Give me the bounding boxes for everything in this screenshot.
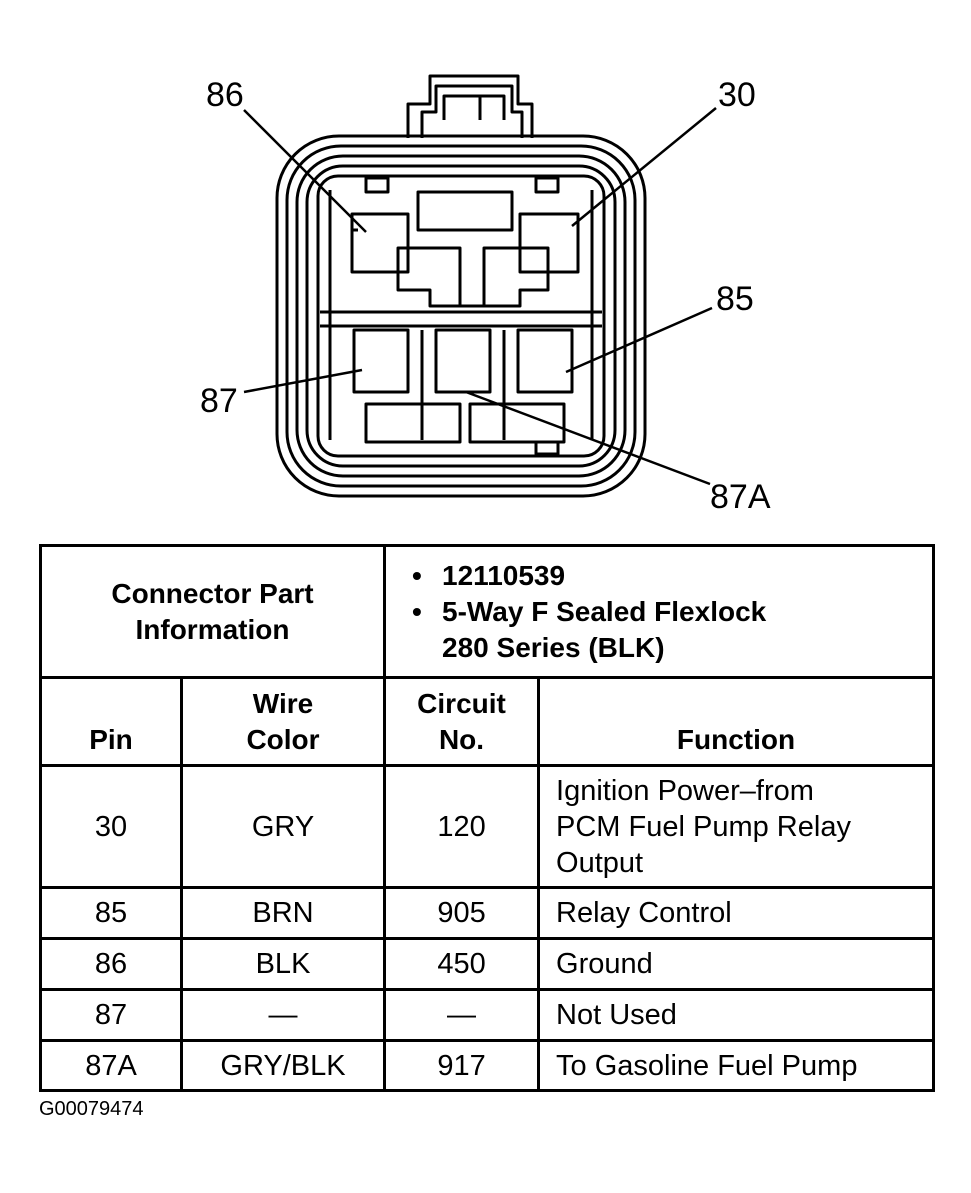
connector-info-row: Connector Part Information • 12110539 • … — [38, 544, 936, 679]
pin-cell: 87 — [39, 988, 183, 1042]
bullet: • — [412, 559, 422, 591]
connector-housing — [275, 134, 647, 498]
top-keyway — [416, 190, 514, 232]
leader-30 — [571, 107, 717, 227]
circuit-cell: 450 — [383, 937, 541, 991]
column-header-function: Function — [537, 676, 936, 767]
function-cell: To Gasoline Fuel Pump — [537, 1039, 936, 1092]
column-header-pin: Pin — [39, 676, 183, 767]
cavity-85 — [516, 328, 574, 394]
connector-pinout-table: Connector Part Information • 12110539 • … — [38, 544, 936, 1092]
part-number: 12110539 — [442, 559, 566, 591]
table-row: 87 — — Not Used — [39, 988, 936, 1042]
wire-color-cell: — — [179, 988, 387, 1042]
pin-label-86: 86 — [206, 76, 244, 114]
pin-cell: 30 — [39, 764, 183, 889]
connector-face-diagram: 86 30 85 87 87A — [200, 74, 771, 516]
pin-label-30: 30 — [718, 76, 756, 114]
wire-color-cell: BLK — [179, 937, 387, 991]
function-cell: Ground — [537, 937, 936, 991]
wire-color-cell: GRY — [179, 764, 387, 889]
description-line-1: 5-Way F Sealed Flexlock — [442, 595, 767, 627]
function-cell: Relay Control — [537, 886, 936, 940]
function-cell: Not Used — [537, 988, 936, 1042]
leader-87a — [465, 390, 711, 486]
cavity-87 — [352, 328, 410, 394]
locking-tab — [406, 74, 534, 138]
pin-cell: 87A — [39, 1039, 183, 1092]
circuit-cell: 917 — [383, 1039, 541, 1092]
wire-color-cell: GRY/BLK — [179, 1039, 387, 1092]
bottom-slot-left — [364, 402, 462, 444]
table-row: 85 BRN 905 Relay Control — [39, 886, 936, 940]
pin-cell: 85 — [39, 886, 183, 940]
pin-label-87a: 87A — [710, 478, 771, 516]
cavity-30 — [518, 212, 580, 274]
table-row: 86 BLK 450 Ground — [39, 937, 936, 991]
figure-id: G00079474 — [39, 1098, 144, 1120]
circuit-cell: 120 — [383, 764, 541, 889]
description-line: • 5-Way F Sealed Flexlock — [412, 594, 924, 630]
cavity-87a — [434, 328, 492, 394]
wire-color-cell: BRN — [179, 886, 387, 940]
pin-cell: 86 — [39, 937, 183, 991]
part-number-line: • 12110539 — [412, 558, 924, 594]
center-divider — [396, 246, 550, 308]
connector-part-details: • 12110539 • 5-Way F Sealed Flexlock 280… — [383, 544, 936, 679]
cavity-86 — [350, 212, 410, 274]
pin-label-85: 85 — [716, 280, 754, 318]
circuit-cell: — — [383, 988, 541, 1042]
table-row: 87A GRY/BLK 917 To Gasoline Fuel Pump — [39, 1039, 936, 1092]
pin-label-87: 87 — [200, 382, 238, 420]
circuit-cell: 905 — [383, 886, 541, 940]
leader-86 — [243, 109, 367, 233]
description-line-2: 280 Series (BLK) — [442, 631, 665, 663]
connector-part-info-header: Connector Part Information — [38, 544, 387, 679]
leader-87 — [243, 368, 363, 394]
bottom-slot-right — [468, 402, 566, 444]
bullet: • — [412, 595, 422, 627]
inner-rails — [320, 176, 602, 440]
leader-85 — [565, 306, 713, 374]
